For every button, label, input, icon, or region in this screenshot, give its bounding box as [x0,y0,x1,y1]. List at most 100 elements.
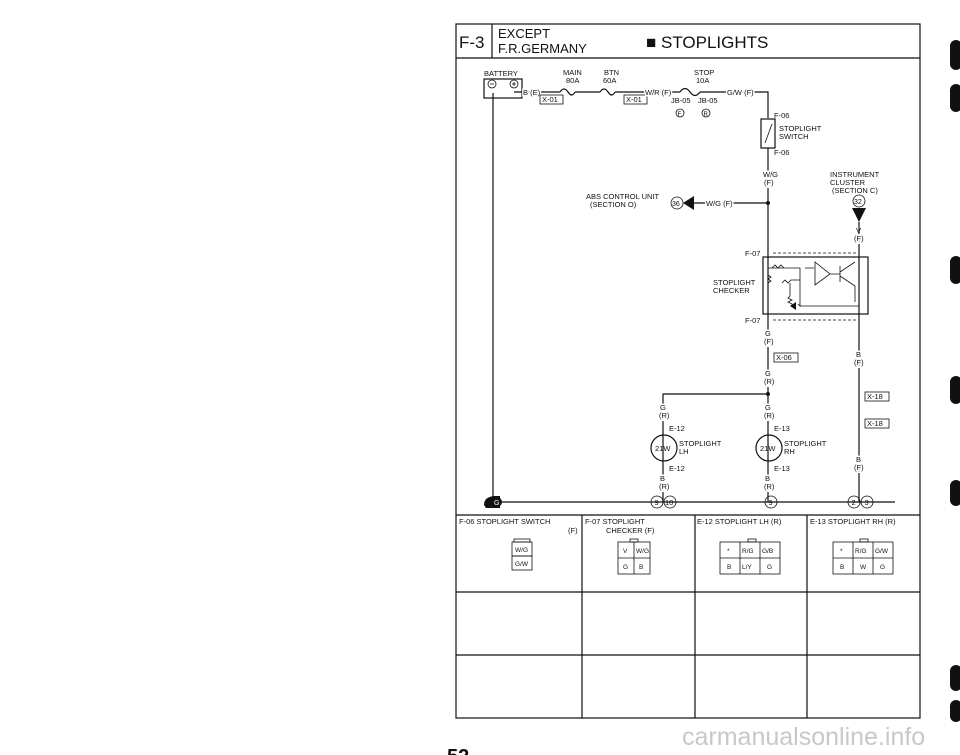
bulb-wattage: 21W [760,444,776,453]
pin: L/Y [742,564,752,571]
wire-label: G/W (F) [727,88,754,97]
pin: * [727,548,730,555]
connector-table: F-06 STOPLIGHT SWITCH (F) W/G G/W F-07 S… [456,514,920,718]
stop-fuse-label: STOP [694,68,714,77]
pin: G/W [875,548,889,555]
pin: W/G [515,547,528,554]
switch-label: SWITCH [779,132,809,141]
wire-label: (F) [854,234,864,243]
stoplight-checker-box [762,256,869,315]
bulb-wattage: 21W [655,444,671,453]
connector-title: E-12 STOPLIGHT LH (R) [697,517,782,526]
power-wire [514,91,769,320]
checker-circuit [767,261,859,307]
wire-label: (F) [854,358,864,367]
ground-point: 2 [852,498,856,507]
bulb-icon [755,434,783,462]
wire-label: B (E) [523,88,541,97]
wire-label: B [765,474,770,483]
connector-f07: F-07 [745,249,760,258]
ground-point: 9 [655,498,659,507]
connector-x18: X-18 [867,419,883,428]
ground-label: G [494,500,499,507]
bulb-label: STOPLIGHT [784,439,827,448]
junction-block-label: JB-05 [671,96,691,105]
stoplight-lh: G (R) E-12 21W STOPLIGHT LH E-12 B (R) [650,402,722,493]
bulb-label: LH [679,447,689,456]
junction-block-label: JB-05 [698,96,718,105]
connector-f06: F-06 [774,148,789,157]
connector-x01: X-01 [542,95,558,104]
wire-label: G [765,369,771,378]
connector-e12: E-12 [669,424,685,433]
pin: G [767,564,772,571]
main-fuse-label: MAIN [563,68,582,77]
arrow-icon [683,196,694,210]
ground-points: 9 10 9 2 3 [650,495,874,509]
ground-point: 9 [769,498,773,507]
wire-label: G [660,403,666,412]
pin: W/G [636,548,649,555]
wire-label: W/G (F) [706,199,733,208]
wire-label: B [856,455,861,464]
abs-unit-section: (SECTION O) [590,200,637,209]
ground-point: 3 [865,498,869,507]
connector-x06: X-06 [776,353,792,362]
wire-label: (R) [659,411,670,420]
page-number: 52 [447,746,469,755]
wire-label: W/G [763,170,778,179]
connector-f06: F-06 [774,111,789,120]
btn-fuse-rating: 60A [603,76,616,85]
pin: G [880,564,885,571]
pin: B [639,564,643,571]
pin: W [860,564,867,571]
stoplight-rh: G (R) E-13 21W STOPLIGHT RH E-13 B (R) [755,402,827,493]
region-line2: F.R.GERMANY [498,41,587,56]
abs-unit-label: ABS CONTROL UNIT [586,192,659,201]
pin: R/G [855,548,867,555]
pin: B [727,564,731,571]
bulb-label: RH [784,447,795,456]
connector-title: CHECKER (F) [606,526,655,535]
wire-label: (R) [764,377,775,386]
connector-title: F-06 STOPLIGHT SWITCH [459,517,550,526]
cluster-label: CLUSTER [830,178,866,187]
wire-label: (R) [659,482,670,491]
fuse-icons [559,87,701,97]
stop-fuse-rating: 10A [696,76,709,85]
wire-label: G [765,403,771,412]
cluster-circle-number: 32 [854,199,862,206]
checker-label: STOPLIGHT [713,278,756,287]
pin: R/G [742,548,754,555]
connector-title: E-13 STOPLIGHT RH (R) [810,517,896,526]
stoplight-switch-icon [760,118,776,149]
connector-f07: F-07 [745,316,760,325]
wire-label: V [856,226,861,235]
pin: G [623,564,628,571]
page-title: ■ STOPLIGHTS [646,33,768,52]
wire-label: G [765,329,771,338]
btn-fuse-label: BTN [604,68,619,77]
page-code: F-3 [459,33,485,52]
pin: * [840,548,843,555]
region-line1: EXCEPT [498,26,550,41]
wire-label: (F) [854,463,864,472]
wire-label: W/R (F) [645,88,672,97]
connector-e13: E-13 [774,464,790,473]
connector-title: F-07 STOPLIGHT [585,517,645,526]
section-tabs [950,40,960,722]
abs-circle-number: 36 [672,201,680,208]
battery-plus-icon [509,79,519,89]
wire-label: (F) [764,178,774,187]
wire-label: B [660,474,665,483]
page-frame [455,23,921,719]
connector-title: (F) [568,526,578,535]
watermark: carmanualsonline.info [682,723,925,751]
ground-point: 10 [665,498,673,507]
bulb-icon [650,434,678,462]
bulb-label: STOPLIGHT [679,439,722,448]
cluster-label: INSTRUMENT [830,170,880,179]
connector-e13: E-13 [774,424,790,433]
cluster-section: (SECTION C) [832,186,878,195]
